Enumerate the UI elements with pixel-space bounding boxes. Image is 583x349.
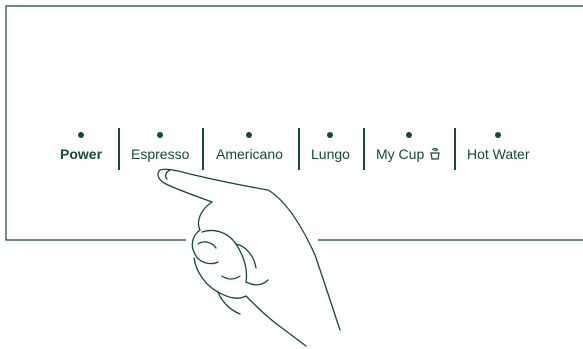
hot-water-label: Hot Water: [467, 146, 530, 162]
my-cup-indicator: [406, 132, 412, 138]
hot-water-button[interactable]: Hot Water: [467, 132, 530, 168]
pressing-hand-icon: [158, 169, 340, 346]
hot-water-indicator: [495, 132, 501, 138]
espresso-indicator: [157, 132, 163, 138]
espresso-button[interactable]: Espresso: [131, 132, 189, 168]
separator: [298, 128, 300, 170]
espresso-label: Espresso: [131, 146, 189, 162]
americano-label: Americano: [216, 146, 283, 162]
my-cup-button[interactable]: My Cup: [376, 132, 441, 168]
power-indicator: [78, 132, 84, 138]
separator: [363, 128, 365, 170]
separator: [454, 128, 456, 170]
lungo-label: Lungo: [311, 146, 350, 162]
americano-button[interactable]: Americano: [216, 132, 283, 168]
separator: [202, 128, 204, 170]
separator: [118, 128, 120, 170]
my-cup-text: My Cup: [376, 146, 424, 162]
americano-indicator: [246, 132, 252, 138]
hand-cup-icon: [429, 147, 441, 161]
my-cup-label: My Cup: [376, 146, 441, 162]
lungo-indicator: [327, 132, 333, 138]
power-button[interactable]: Power: [60, 132, 102, 168]
power-label: Power: [60, 146, 102, 162]
lungo-button[interactable]: Lungo: [311, 132, 350, 168]
